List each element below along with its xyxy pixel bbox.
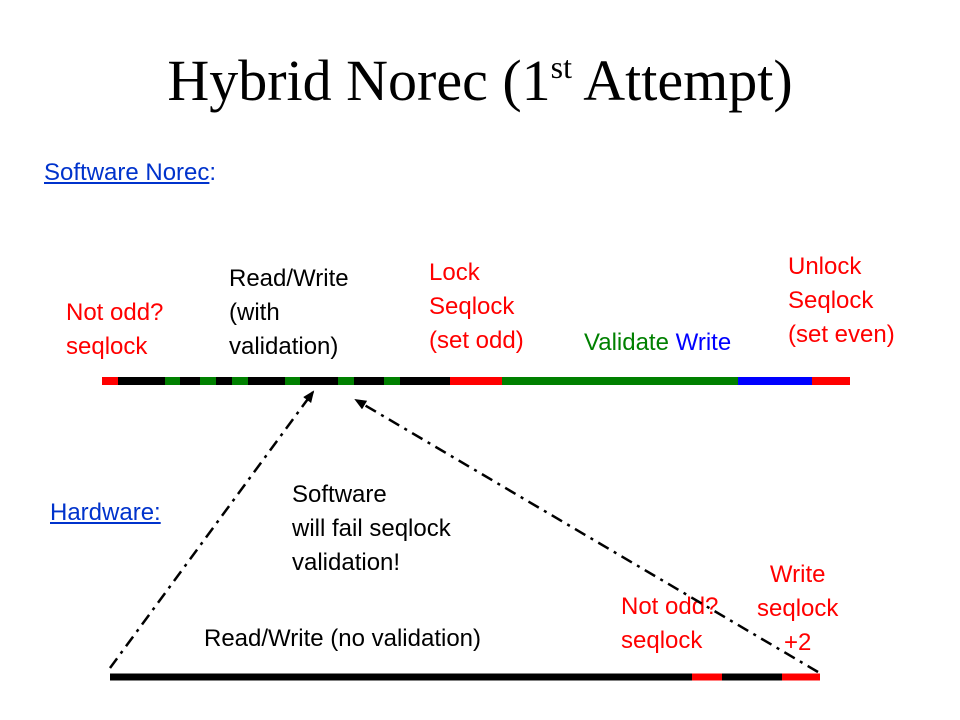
title-tail: Attempt) <box>571 48 793 113</box>
sw-not-odd-label: Not odd? seqlock <box>66 299 164 360</box>
hardware-heading-link[interactable]: Hardware: <box>50 499 161 526</box>
software-heading-colon: : <box>209 159 217 186</box>
arrow-hw-write-to-sw-read <box>354 398 819 674</box>
slide-title: Hybrid Norec (1st Attempt) <box>0 48 960 110</box>
software-heading: Software Norec: <box>44 156 216 190</box>
title-text: Hybrid Norec (1 <box>167 48 551 113</box>
hw-read-write-label: Read/Write (no validation) <box>204 625 482 652</box>
hw-fail-note: Software will fail seqlock validation! <box>292 481 451 576</box>
sw-lock-label: Lock Seqlock (set odd) <box>429 259 524 354</box>
arrow-hw-start-to-sw-read <box>108 390 315 669</box>
sw-validate-write-label: Validate Write <box>584 326 731 360</box>
sw-read-write-label: Read/Write (with validation) <box>229 265 349 360</box>
validate-label: Validate <box>584 329 669 356</box>
title-superscript: st <box>550 48 572 85</box>
hw-write-seqlock-label: Write seqlock +2 <box>757 561 839 656</box>
sw-unlock-label: Unlock Seqlock (set even) <box>788 253 895 348</box>
software-norec-link[interactable]: Software Norec <box>44 159 210 186</box>
write-label: Write <box>675 329 732 356</box>
